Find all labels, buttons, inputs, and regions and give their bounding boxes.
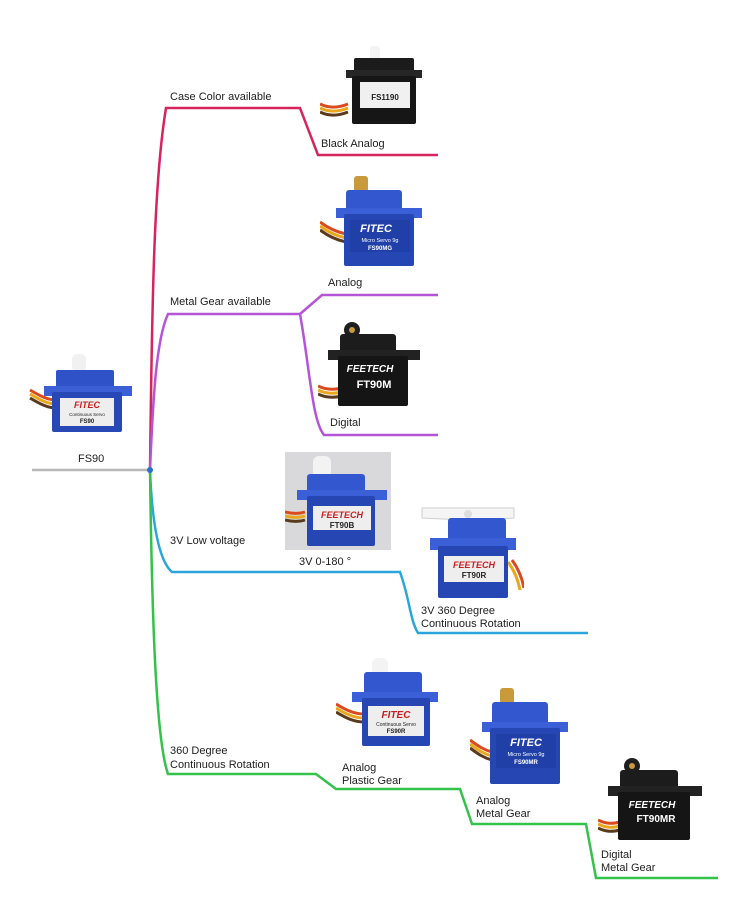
ft90b-model: FT90B: [330, 521, 355, 530]
fs90-model: FS90: [80, 419, 95, 425]
fs90mr-photo: FITEC Micro Servo 9g FS90MR: [470, 684, 570, 790]
ft90r-brand: FEETECH: [453, 560, 496, 570]
ft90r-model: FT90R: [462, 571, 487, 580]
ft90mr-model: FT90MR: [637, 814, 677, 825]
fs90-caption: Continuous Servo: [69, 412, 105, 417]
ft90b-photo: FEETECH FT90B: [285, 452, 391, 550]
fs90mg-photo: FITEC Micro Servo 9g FS90MG: [320, 172, 428, 272]
metal-gear-analog-connector: [299, 293, 438, 315]
continuous-item-plastic-line2: Plastic Gear: [342, 775, 402, 787]
fs90r-model: FS90R: [387, 729, 406, 735]
fs90r-photo: FITEC Continuous Servo FS90R: [336, 654, 440, 750]
fs90mr-caption: Micro Servo 9g: [508, 752, 545, 758]
ft90m-model: FT90M: [357, 379, 392, 391]
continuous-item-digital-line2: Metal Gear: [601, 862, 656, 874]
ft90m-photo: FEETECH FT90M: [318, 316, 428, 410]
metal-gear-item-analog: Analog: [328, 277, 363, 289]
continuous-item-metal-line1: Analog: [476, 795, 511, 807]
hub-dot: [147, 467, 153, 473]
low-voltage-item-360-line1: 3V 360 Degree: [421, 605, 495, 617]
ft90b-brand: FEETECH: [321, 510, 364, 520]
fs1190-model: FS1190: [371, 93, 399, 102]
low-voltage-item-180: 3V 0-180 °: [299, 556, 352, 568]
fs90r-brand: FITEC: [382, 710, 412, 721]
fs90mg-model: FS90MG: [368, 246, 392, 252]
fs90-brand: FITEC: [74, 400, 100, 410]
metal-gear-item-digital: Digital: [330, 417, 361, 429]
low-voltage-label: 3V Low voltage: [170, 535, 246, 547]
ft90m-brand: FEETECH: [347, 364, 394, 375]
fs90mg-brand: FITEC: [360, 223, 393, 235]
fs90mg-caption: Micro Servo 9g: [362, 238, 399, 244]
low-voltage-item-360-line2: Continuous Rotation: [421, 618, 521, 630]
metal-gear-connector: [148, 312, 300, 471]
fs1190-photo: FS1190: [320, 42, 428, 130]
fs90mr-brand: FITEC: [510, 737, 543, 749]
continuous-item-plastic-line1: Analog: [342, 762, 377, 774]
metal-gear-digital-connector: [298, 313, 438, 437]
fs90-photo: FITEC Continuous Servo FS90: [26, 350, 136, 440]
case-color-item-black-analog: Black Analog: [321, 138, 385, 150]
ft90mr-photo: FEETECH FT90MR: [598, 752, 708, 844]
continuous-connector: [148, 469, 718, 880]
ft90mr-brand: FEETECH: [629, 800, 676, 811]
continuous-label-line1: 360 Degree: [170, 745, 228, 757]
case-color-label: Case Color available: [170, 91, 272, 103]
fs90r-caption: Continuous Servo: [376, 722, 416, 728]
continuous-item-digital-line1: Digital: [601, 849, 632, 861]
fs90mr-model: FS90MR: [514, 760, 538, 766]
ft90r-photo: FEETECH FT90R: [418, 498, 524, 600]
case-color-connector: [148, 106, 438, 471]
continuous-label-line2: Continuous Rotation: [170, 759, 270, 771]
metal-gear-label: Metal Gear available: [170, 296, 271, 308]
low-voltage-connector: [148, 469, 588, 635]
root-label: FS90: [78, 453, 105, 465]
continuous-item-metal-line2: Metal Gear: [476, 808, 531, 820]
